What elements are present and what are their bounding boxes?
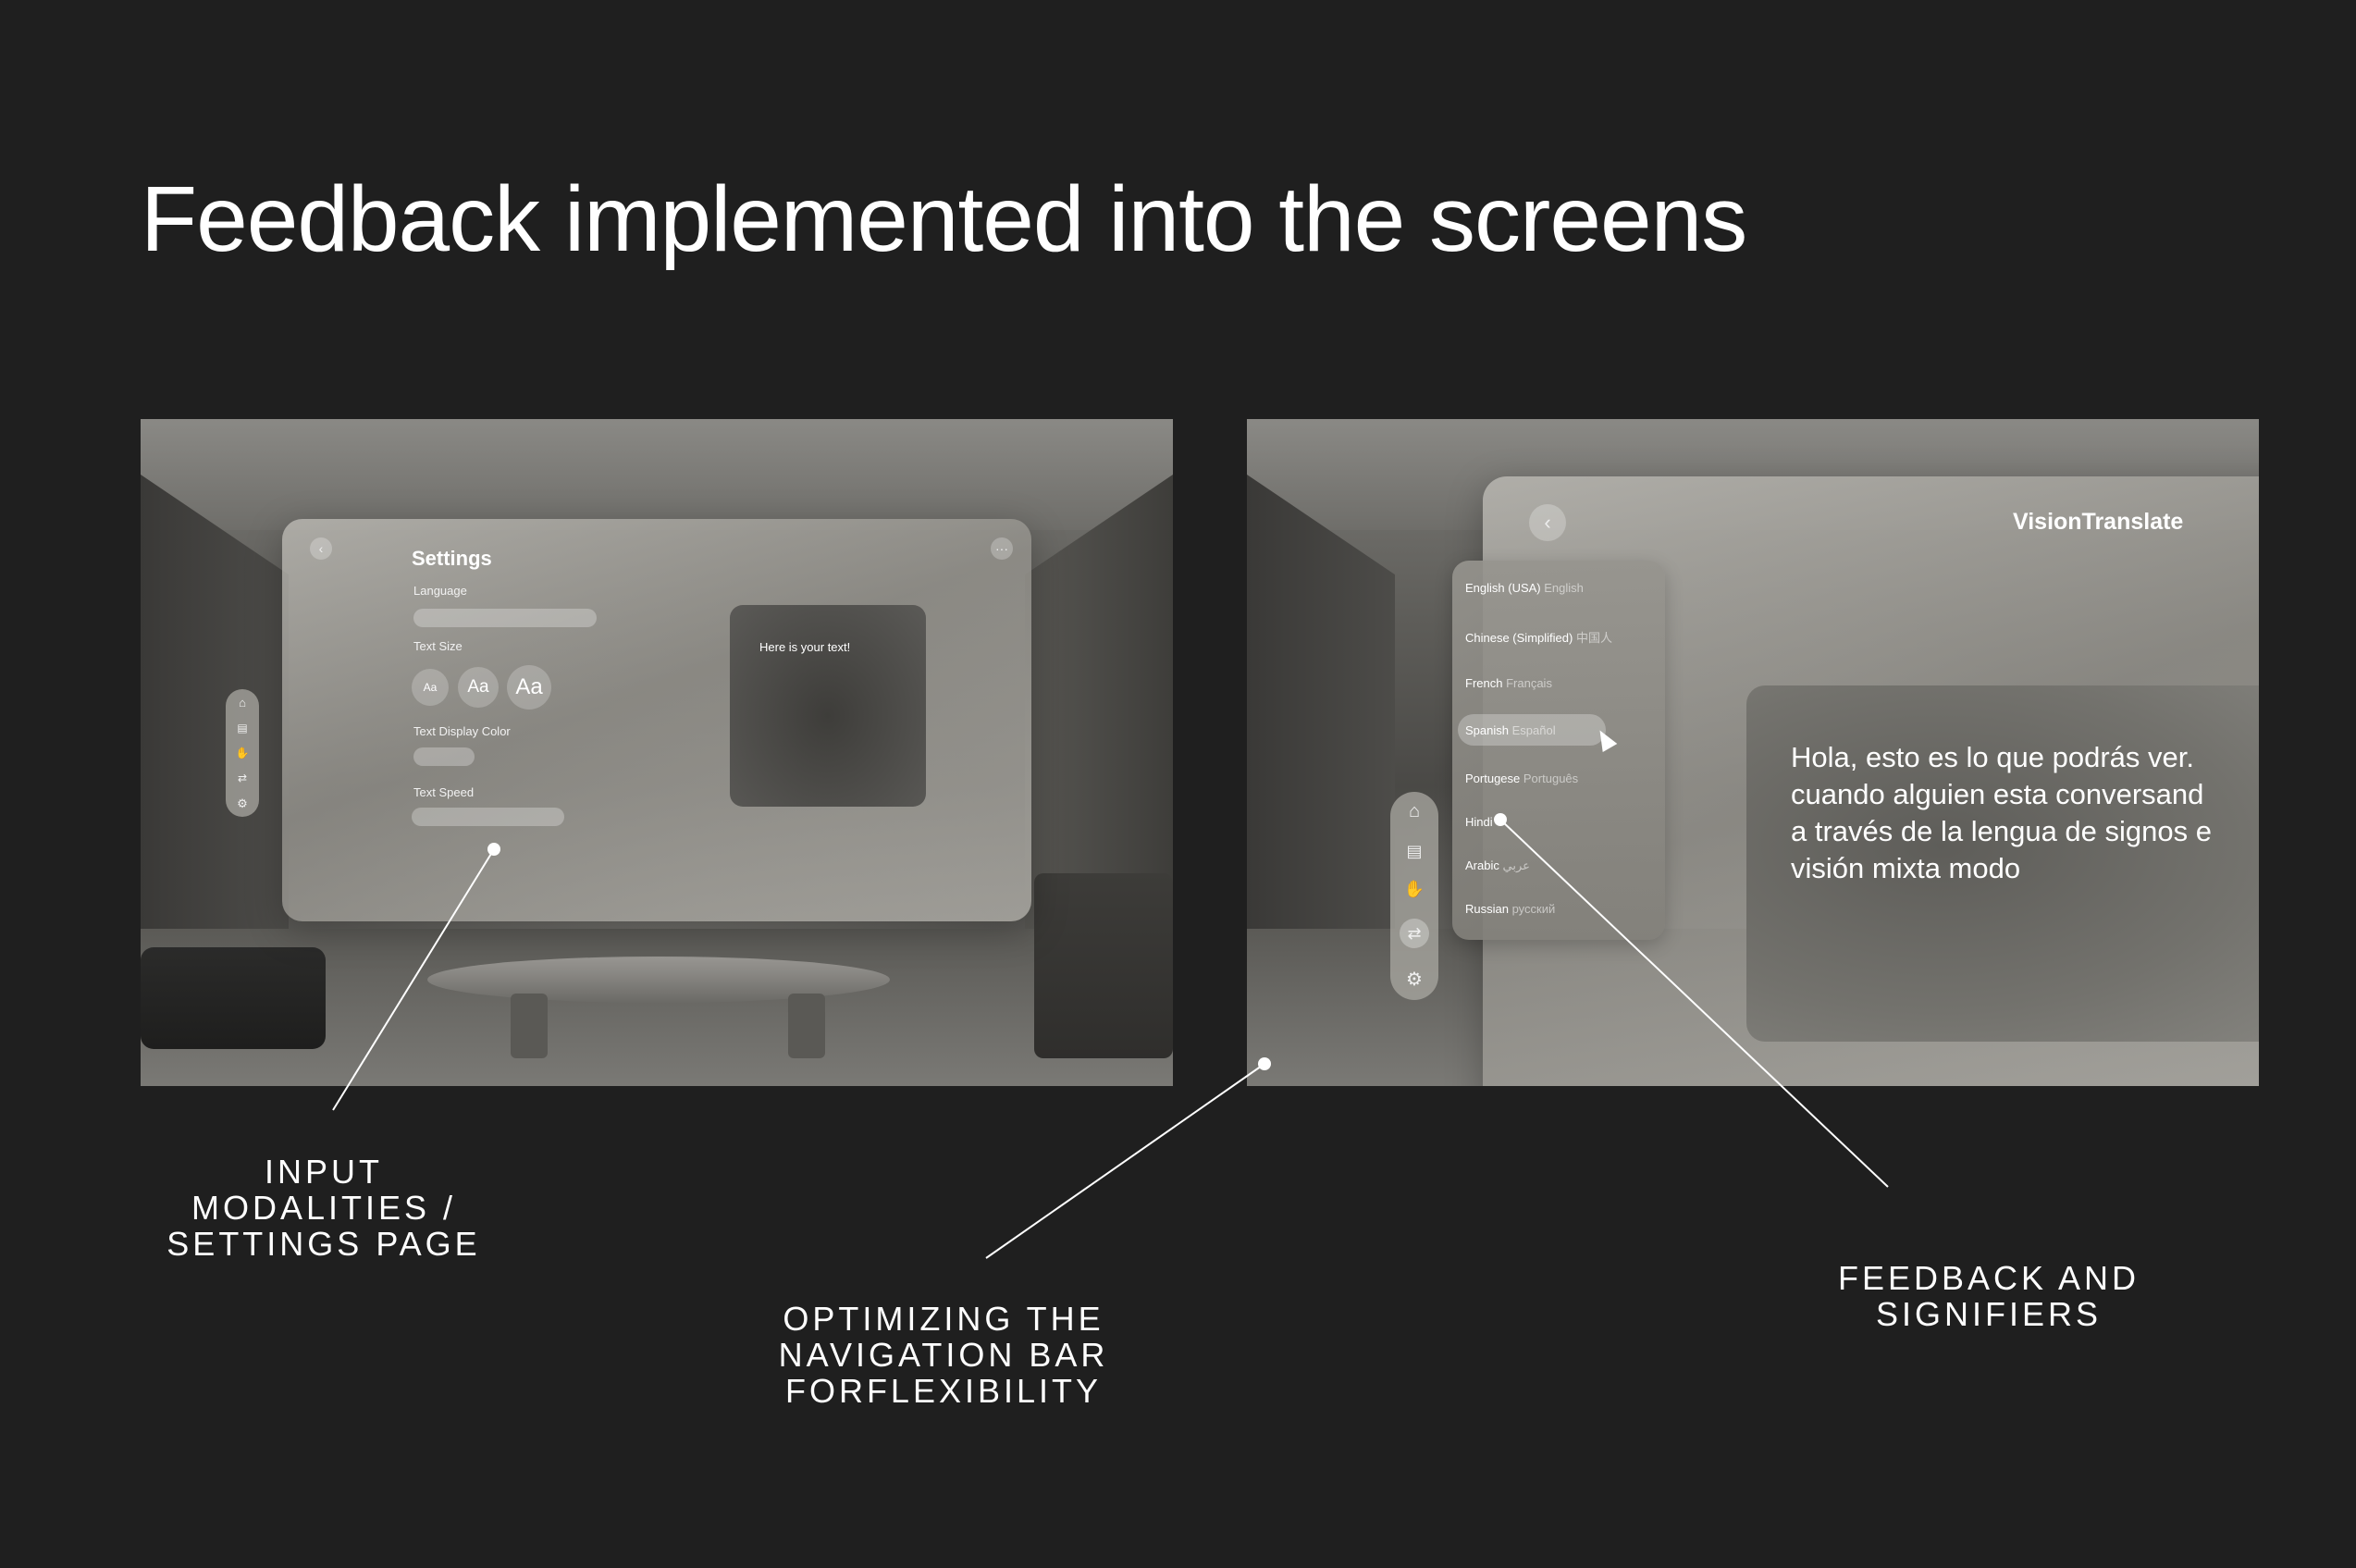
text-speed-label: Text Speed [413, 785, 475, 799]
language-name: Spanish [1465, 723, 1509, 737]
language-name: Chinese (Simplified) [1465, 631, 1573, 645]
gear-icon[interactable]: ⚙ [237, 796, 248, 810]
language-native: English [1544, 581, 1584, 595]
armchair [1034, 873, 1173, 1058]
text-preview-card: Here is your text! [730, 605, 926, 807]
navigation-bar-caption: OPTIMIZING THE NAVIGATION BAR FORFLEXIBI… [778, 1300, 1109, 1410]
home-icon[interactable]: ⌂ [1408, 801, 1421, 822]
settings-title: Settings [412, 547, 492, 570]
text-speed-slider[interactable] [412, 808, 564, 826]
language-native: Español [1511, 723, 1556, 737]
ceiling [141, 419, 1173, 530]
gear-icon[interactable]: ⚙ [1406, 969, 1423, 990]
ellipsis-icon[interactable]: ··· [991, 537, 1013, 560]
translate-icon[interactable]: ⇄ [237, 771, 248, 784]
language-name: Portugese [1465, 772, 1521, 785]
app-title: VisionTranslate [2013, 509, 2184, 535]
home-icon[interactable]: ⌂ [239, 695, 246, 710]
language-option[interactable]: Hindi [1465, 815, 1493, 829]
chevron-left-icon[interactable]: ‹ [310, 537, 332, 560]
sign-language-icon[interactable]: ✋ [235, 746, 250, 759]
settings-window: ‹ ··· Settings Language Text Size Aa Aa … [282, 519, 1031, 921]
navigation-bar: ⌂ ▤ ✋ ⇄ ⚙ [1390, 792, 1438, 1000]
sign-language-icon[interactable]: ✋ [1403, 880, 1425, 899]
language-name: English (USA) [1465, 581, 1541, 595]
language-name: French [1465, 676, 1503, 690]
text-size-small-button[interactable]: Aa [412, 669, 449, 706]
document-icon[interactable]: ▤ [237, 721, 248, 735]
language-option[interactable]: Russian русский [1465, 902, 1555, 916]
language-name: Arabic [1465, 858, 1499, 872]
text-size-label: Text Size [413, 639, 463, 653]
language-name: Russian [1465, 902, 1509, 916]
text-color-select[interactable] [413, 747, 475, 766]
text-size-medium-button[interactable]: Aa [458, 667, 499, 708]
language-option[interactable]: English (USA) English [1465, 581, 1584, 595]
language-native: русский [1511, 902, 1556, 916]
translation-text: Hola, esto es lo que podrás ver. cuando … [1791, 741, 2212, 884]
language-option-selected[interactable]: Spanish Español [1465, 723, 1556, 737]
language-native: عربي [1502, 858, 1530, 872]
language-label: Language [413, 584, 467, 598]
text-size-large-button[interactable]: Aa [507, 665, 551, 710]
translation-card: Hola, esto es lo que podrás ver. cuando … [1746, 685, 2259, 1042]
translate-icon[interactable]: ⇄ [1400, 919, 1429, 949]
navigation-bar: ⌂ ▤ ✋ ⇄ ⚙ [226, 689, 259, 817]
settings-screenshot: ‹ ··· Settings Language Text Size Aa Aa … [141, 419, 1173, 1086]
language-native: 中国人 [1575, 631, 1612, 645]
table-leg [788, 994, 825, 1058]
language-screenshot: ‹ VisionTranslate English (USA) English … [1247, 419, 2259, 1086]
sofa [141, 947, 326, 1049]
table-leg [511, 994, 548, 1058]
language-select[interactable] [413, 609, 597, 627]
feedback-caption: FEEDBACK AND SIGNIFIERS [1837, 1259, 2140, 1333]
language-option[interactable]: Arabic عربي [1465, 858, 1530, 873]
page-title: Feedback implemented into the screens [141, 167, 1747, 271]
language-native: Français [1506, 676, 1552, 690]
preview-text: Here is your text! [759, 640, 851, 654]
document-icon[interactable]: ▤ [1406, 841, 1423, 860]
input-modalities-caption: INPUT MODALITIES / SETTINGS PAGE [167, 1153, 481, 1263]
chevron-left-icon[interactable]: ‹ [1529, 504, 1566, 541]
selected-language-highlight [1458, 714, 1606, 746]
language-option[interactable]: Chinese (Simplified) 中国人 [1465, 628, 1612, 646]
language-menu: English (USA) English Chinese (Simplifie… [1452, 561, 1665, 940]
text-display-color-label: Text Display Color [413, 724, 511, 738]
language-name: Hindi [1465, 815, 1493, 829]
language-native: Português [1523, 772, 1579, 785]
language-option[interactable]: French Français [1465, 676, 1552, 690]
language-option[interactable]: Portugese Português [1465, 772, 1578, 785]
